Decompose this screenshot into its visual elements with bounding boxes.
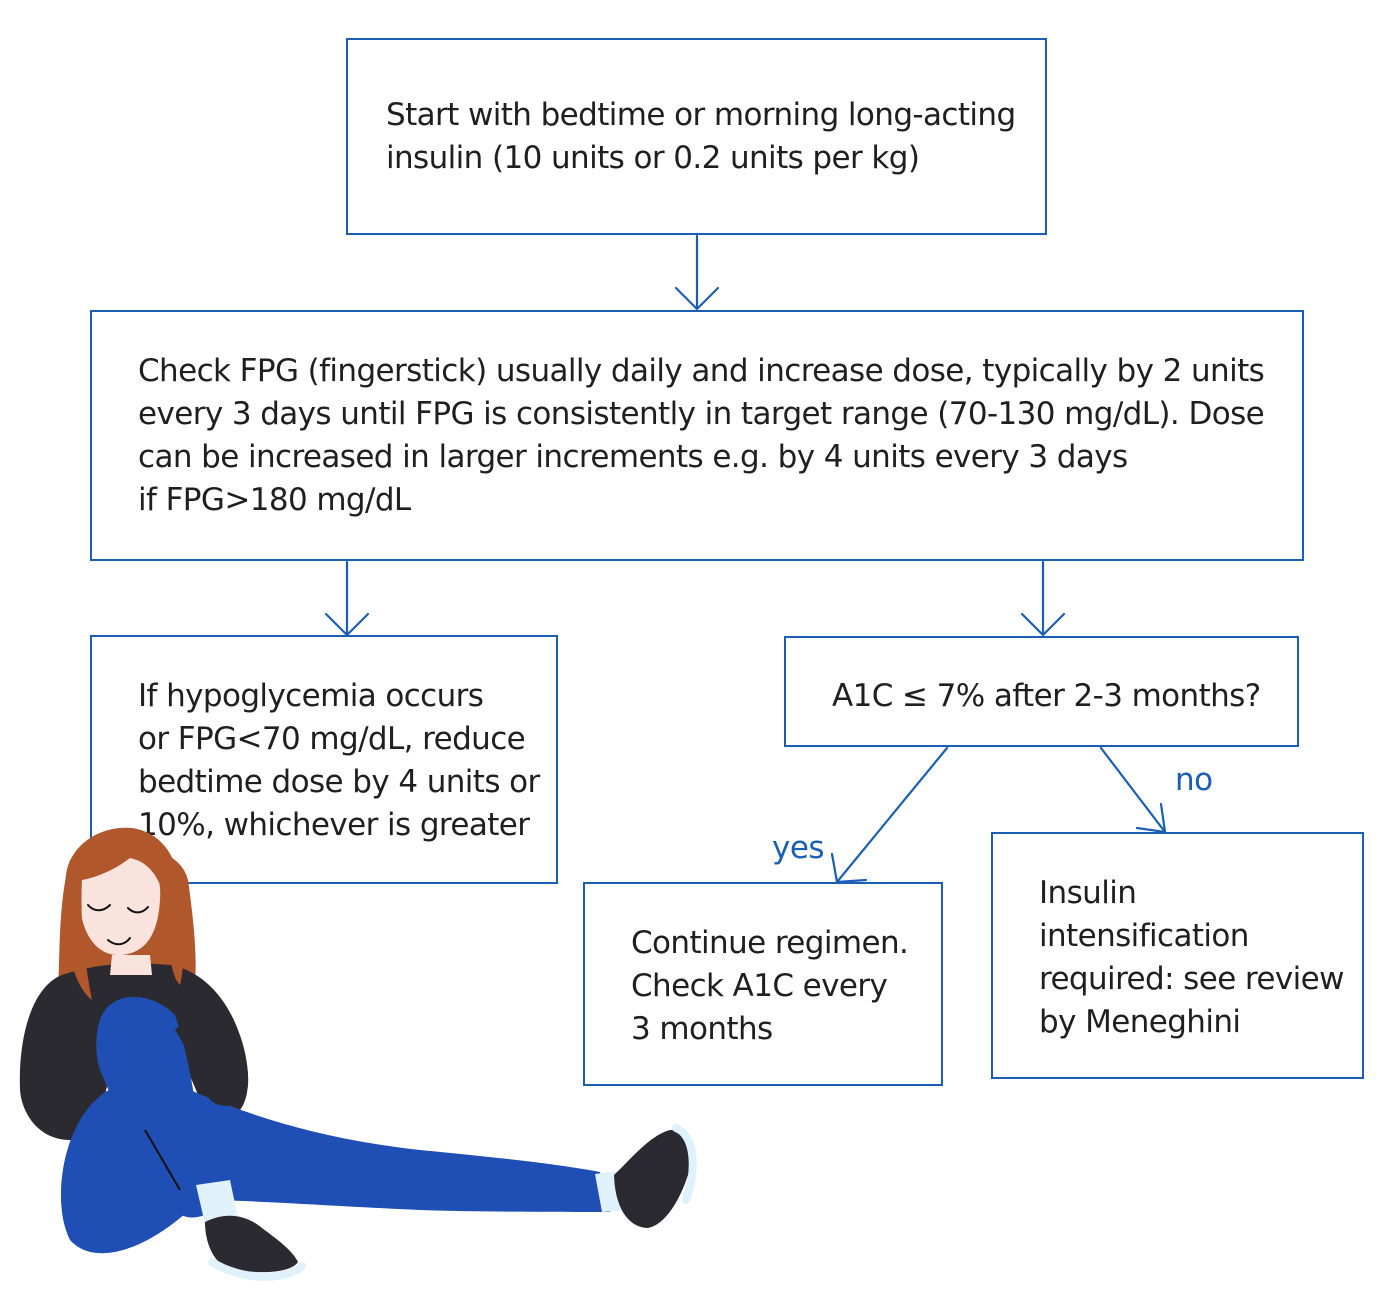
hair-front — [64, 827, 184, 1000]
shoe-left — [205, 1215, 298, 1273]
intensification-box: Insulin intensification required: see re… — [991, 832, 1364, 1079]
edge-label-no: no — [1175, 762, 1213, 798]
continue-regimen-box-text: Continue regimen. Check A1C every 3 mont… — [631, 925, 909, 1047]
sweater — [19, 963, 249, 1140]
arm-wrap — [175, 995, 249, 1106]
check-fpg-box: Check FPG (fingerstick) usually daily an… — [90, 310, 1304, 561]
start-box-text: Start with bedtime or morning long-actin… — [386, 97, 1016, 176]
hypoglycemia-box: If hypoglycemia occurs or FPG<70 mg/dL, … — [90, 635, 558, 884]
edge-label-yes: yes — [772, 830, 825, 866]
shoe-right-sole — [672, 1124, 697, 1204]
a1c-decision-box-text: A1C ≤ 7% after 2-3 months? — [832, 678, 1261, 714]
neck — [110, 955, 152, 975]
a1c-decision-box: A1C ≤ 7% after 2-3 months? — [784, 636, 1299, 747]
eye-left — [87, 904, 111, 912]
pants-bent-leg — [96, 996, 212, 1218]
shoe-left-sole — [208, 1258, 306, 1281]
continue-regimen-box: Continue regimen. Check A1C every 3 mont… — [583, 882, 943, 1086]
shoe-right — [614, 1130, 691, 1228]
pants-crease — [144, 1129, 181, 1191]
start-box: Start with bedtime or morning long-actin… — [346, 38, 1047, 235]
check-fpg-box-text: Check FPG (fingerstick) usually daily an… — [138, 353, 1265, 518]
pants-extended-leg — [60, 1079, 611, 1254]
intensification-box-text: Insulin intensification required: see re… — [1039, 875, 1344, 1040]
sock-left — [196, 1180, 238, 1224]
eye-right — [127, 906, 149, 914]
hypoglycemia-box-text: If hypoglycemia occurs or FPG<70 mg/dL, … — [138, 678, 540, 843]
mouth — [107, 937, 131, 946]
